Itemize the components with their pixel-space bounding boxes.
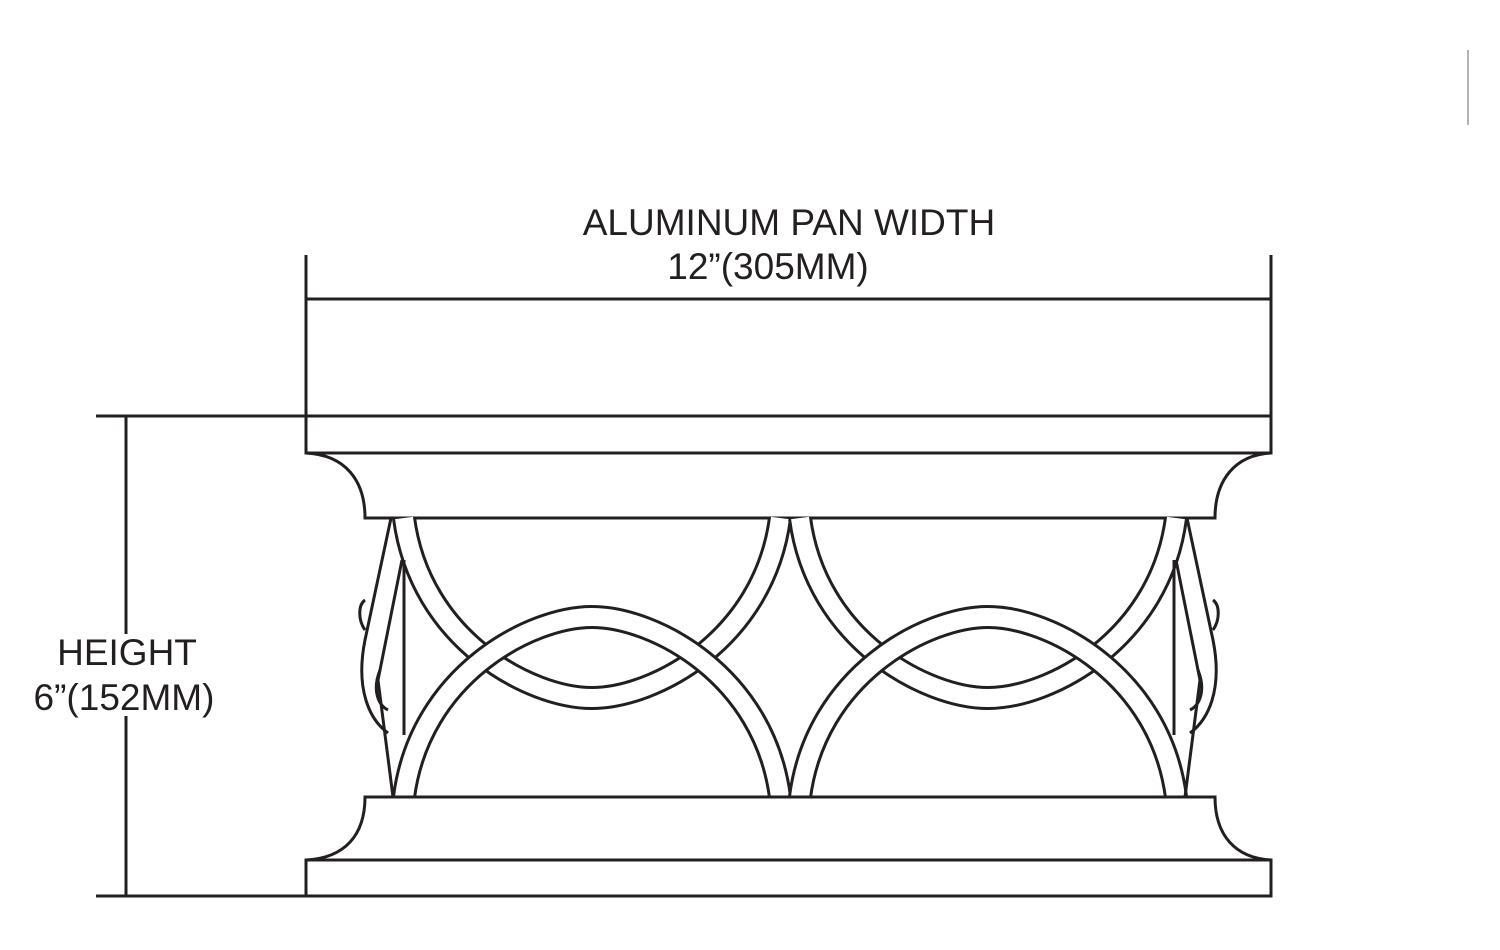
width-value: 12”(305MM)	[667, 246, 869, 287]
grille-cell	[392, 516, 792, 799]
right-scroll-ornament	[1172, 517, 1220, 798]
bottom-cove	[305, 795, 1272, 862]
bottom-base	[304, 858, 1273, 898]
height-dimension: HEIGHT 6”(152MM)	[34, 414, 306, 898]
decorative-grille	[358, 516, 1220, 799]
grille-cell	[800, 518, 1176, 797]
width-dimension: ALUMINUM PAN WIDTH 12”(305MM)	[304, 202, 1273, 418]
top-flange	[304, 414, 1273, 455]
top-cove	[305, 451, 1272, 520]
left-scroll-ornament	[358, 517, 406, 798]
aluminum-pan	[304, 297, 1273, 418]
height-label: HEIGHT	[57, 632, 197, 673]
height-value: 6”(152MM)	[34, 677, 215, 718]
width-label: ALUMINUM PAN WIDTH	[583, 202, 995, 243]
